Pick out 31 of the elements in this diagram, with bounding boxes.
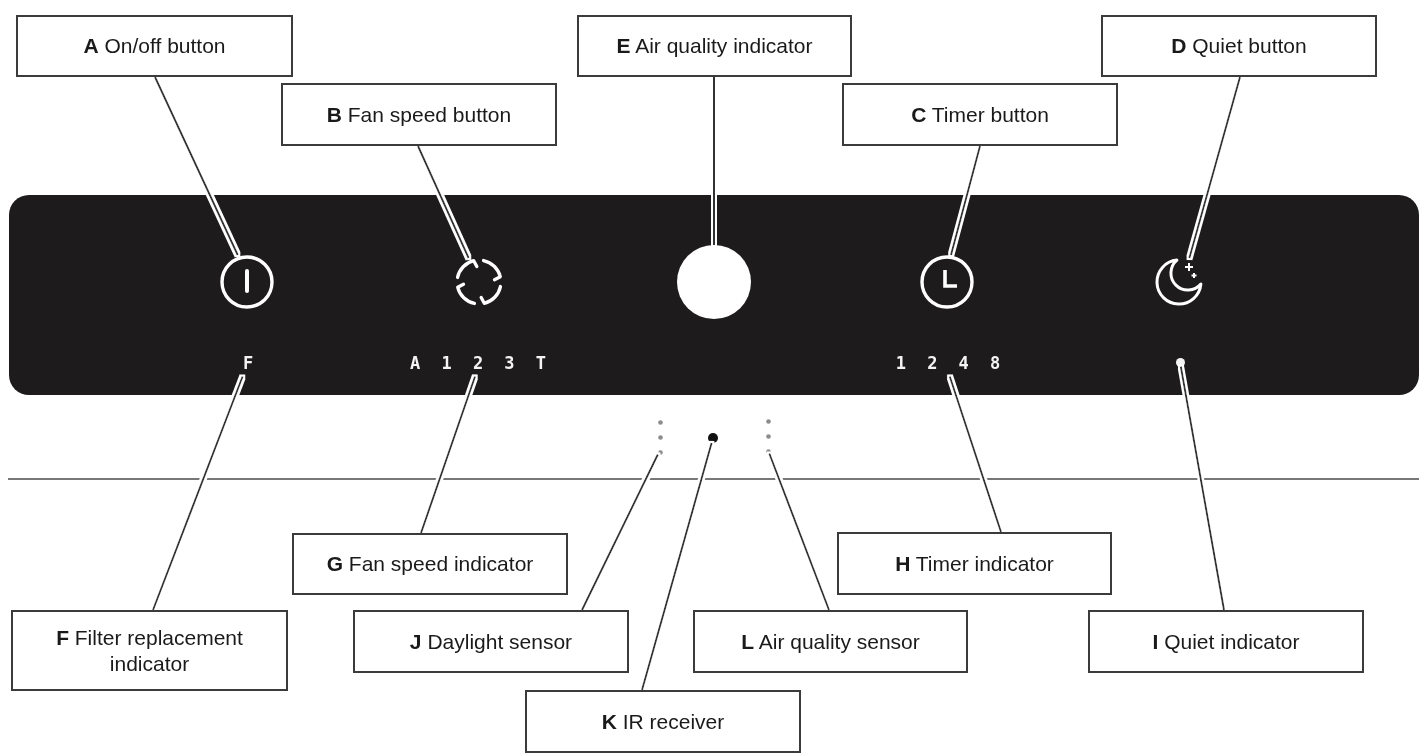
sensor-dots-icon: [657, 419, 663, 455]
display-text: 1 2 4 8: [892, 349, 1004, 377]
callout-label: F Filter replacement indicator: [11, 610, 288, 691]
callout-label: B Fan speed button: [281, 83, 557, 146]
indicator-light: [677, 245, 751, 319]
clock-icon: [920, 255, 974, 309]
sensor-dot-icon: [708, 433, 718, 443]
callout-label: C Timer button: [842, 83, 1118, 146]
leader-line: [581, 453, 659, 611]
callout-label: K IR receiver: [525, 690, 801, 753]
callout-label: I Quiet indicator: [1088, 610, 1364, 673]
power-icon: [220, 255, 274, 309]
display-text: A 1 2 3 T: [406, 349, 550, 377]
leader-line: [713, 76, 715, 246]
callout-label: E Air quality indicator: [577, 15, 852, 77]
callout-label: G Fan speed indicator: [292, 533, 568, 595]
callout-label: L Air quality sensor: [693, 610, 968, 673]
callout-label: A On/off button: [16, 15, 293, 77]
callout-label: D Quiet button: [1101, 15, 1377, 77]
led-dot-icon: [1175, 357, 1185, 367]
leader-line: [950, 145, 981, 256]
leader-line: [768, 452, 830, 611]
fan-icon: [455, 258, 503, 306]
display-text: F: [239, 349, 257, 377]
leader-line: [641, 442, 713, 691]
sensor-dots-icon: [765, 418, 771, 454]
moon-icon: [1155, 258, 1203, 306]
leader-line: [1188, 76, 1241, 259]
callout-label: J Daylight sensor: [353, 610, 629, 673]
callout-label: H Timer indicator: [837, 532, 1112, 595]
control-panel: [9, 195, 1419, 395]
